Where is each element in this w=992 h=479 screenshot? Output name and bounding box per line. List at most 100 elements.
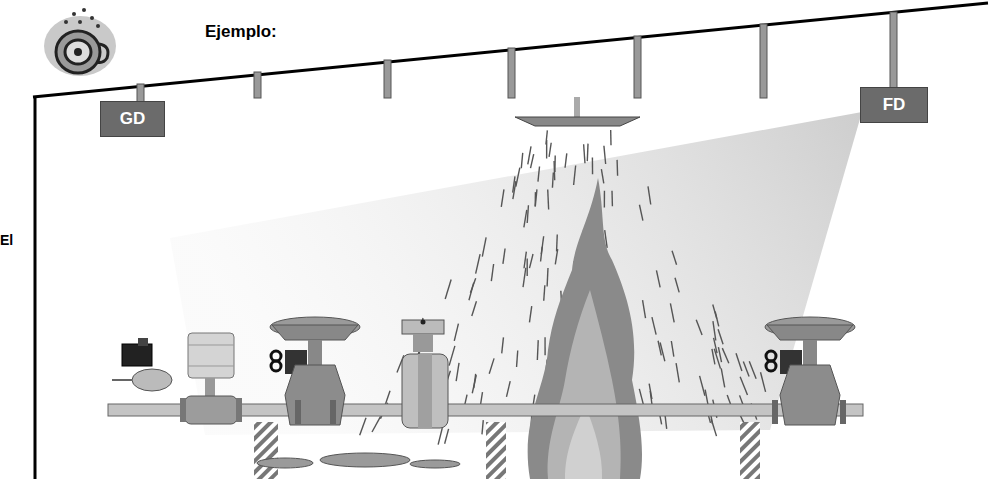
spray-streak — [611, 191, 613, 206]
spray-streak — [592, 157, 594, 174]
spray-streak — [529, 254, 533, 268]
spray-streak — [556, 234, 558, 251]
roof-line — [33, 3, 988, 97]
spray-streak — [740, 377, 747, 395]
spray-streak — [546, 268, 548, 287]
flame — [528, 178, 642, 479]
spray-streak — [711, 419, 716, 436]
control-valve — [270, 317, 360, 425]
spray-streak — [541, 247, 543, 262]
spray-streak — [537, 340, 539, 360]
spray-streak — [476, 254, 480, 274]
edge-label-text: El — [0, 232, 13, 248]
detector-box: GD — [100, 101, 165, 137]
spray-streak — [584, 144, 585, 163]
spray-streak — [574, 166, 576, 185]
spray-streak — [482, 420, 483, 434]
detector-label: FD — [883, 95, 906, 115]
spray-streak — [718, 347, 721, 362]
spray-streak — [527, 205, 528, 223]
spray-streak — [639, 205, 642, 221]
spray-streak — [587, 144, 589, 161]
spray-streak — [506, 381, 510, 397]
spray-streak — [743, 361, 749, 376]
spray-streak — [456, 363, 459, 381]
spray-streak — [676, 363, 679, 382]
spray-streak — [521, 153, 522, 168]
solenoid-valve — [112, 338, 172, 391]
spray-streak — [713, 321, 716, 340]
spray-streak — [528, 146, 531, 164]
spray-streak — [721, 368, 724, 387]
spray-streak — [449, 346, 455, 366]
spray-streak — [675, 278, 679, 293]
spray-streak — [489, 358, 494, 373]
spray-streak — [648, 186, 651, 204]
spray-streak — [749, 361, 756, 379]
spray-streak — [503, 249, 505, 264]
spray-streak — [524, 210, 527, 227]
spray-streak — [670, 303, 674, 322]
spray-streak — [736, 353, 742, 371]
spray-streak — [544, 337, 545, 355]
spray-streak — [445, 279, 451, 299]
spray-streak — [529, 306, 531, 322]
spray-streak — [696, 320, 702, 335]
spray-streak — [554, 156, 556, 173]
spray-streak — [538, 166, 540, 181]
puddle — [257, 453, 460, 468]
spray-streak — [565, 153, 567, 167]
spray-streak — [502, 337, 504, 353]
spray-streak — [656, 270, 660, 287]
spray-streak — [523, 268, 526, 287]
spray-streak — [526, 259, 527, 276]
pipe-support — [740, 422, 760, 479]
spray-streak — [722, 348, 729, 363]
spray-streak — [547, 190, 549, 210]
spray-streak — [474, 374, 476, 388]
spray-streak — [544, 285, 545, 300]
spray-streak — [454, 324, 458, 341]
spray-streak — [549, 143, 551, 157]
spray-streak — [604, 146, 606, 164]
spray-streak — [761, 372, 766, 392]
spray-streak — [546, 140, 547, 159]
spray-streak — [639, 389, 643, 405]
control-valve — [765, 317, 855, 425]
spray-streak — [652, 317, 656, 334]
spray-streak — [438, 428, 442, 445]
detector-beam — [170, 112, 862, 435]
spray-streak — [700, 376, 705, 396]
spray-streak — [470, 278, 475, 292]
spray-streak — [535, 189, 537, 206]
detector-box: FD — [860, 87, 928, 123]
spray-streak — [643, 300, 646, 318]
spray-streak — [513, 176, 515, 192]
roof-hangers — [137, 12, 897, 102]
flow-meter — [402, 320, 448, 429]
spray-streak — [616, 160, 618, 176]
spray-streak — [531, 154, 534, 168]
wall-line — [34, 96, 37, 479]
spray-streak — [372, 416, 381, 432]
detector-label: GD — [120, 109, 146, 129]
spray-streak — [482, 237, 486, 256]
spray-streak — [658, 341, 661, 356]
spray-streak — [491, 264, 493, 281]
spray-streak — [601, 169, 603, 183]
spray-streak — [610, 130, 612, 145]
title: Ejemplo: — [205, 22, 277, 42]
sprinkler — [515, 97, 640, 126]
spray-streak — [604, 191, 605, 208]
spray-streak — [713, 304, 717, 318]
spray-streak — [552, 172, 554, 187]
spray-streak — [671, 341, 673, 357]
spray-streak — [649, 384, 652, 399]
spray-streak — [517, 350, 518, 367]
actuated-valve — [180, 333, 242, 424]
spray-streak — [501, 189, 504, 206]
spray-streak — [672, 251, 677, 265]
pipe-support — [486, 422, 506, 479]
